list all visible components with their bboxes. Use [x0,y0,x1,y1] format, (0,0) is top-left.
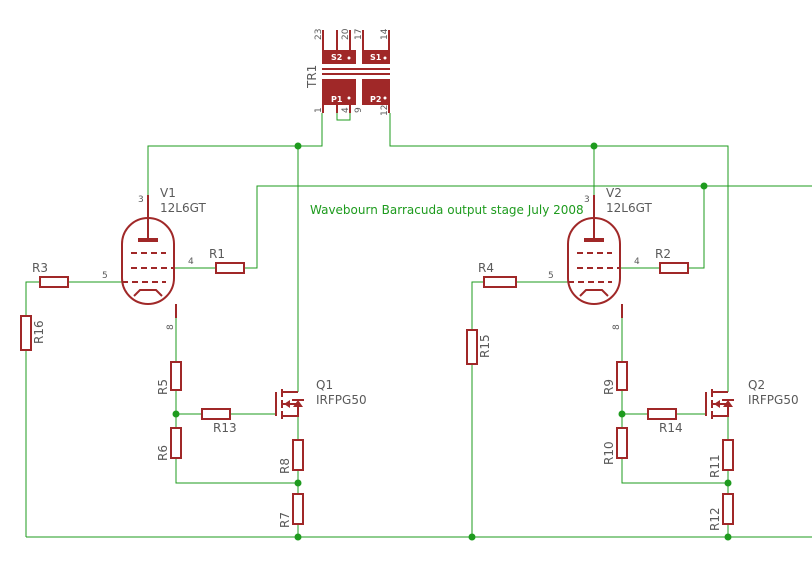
r6-label: R6 [156,445,170,461]
tr1-pin-1: 1 [314,107,324,113]
resistor-r9 [616,361,628,391]
q1-value: IRFPG50 [316,393,367,407]
r3-label: R3 [32,261,48,275]
v1-value: 12L6GT [160,201,206,215]
transformer-tr1: S2 S1 P1 P2 23 20 17 14 1 4 9 12 TR1 [305,28,390,116]
winding-p2-label: P2 [370,95,381,104]
resistor-r5 [170,361,182,391]
resistor-r1 [215,262,245,274]
v1-pin-8: 8 [166,324,176,330]
resistor-r10 [616,427,628,459]
resistor-labels: R1 R2 R3 R4 R13 R14 R5 R6 R7 R8 R9 R10 R… [32,247,722,531]
junctions [172,142,732,541]
q1-ref: Q1 [316,378,333,392]
resistor-r8 [292,439,304,471]
r10-label: R10 [602,441,616,465]
resistor-r16 [20,315,32,351]
tr1-pin-14: 14 [380,28,390,40]
r7-label: R7 [278,512,292,528]
resistor-r12 [722,493,734,525]
r14-label: R14 [659,421,683,435]
resistors [20,262,734,525]
schematic-title-note: Wavebourn Barracuda output stage July 20… [310,203,584,217]
resistor-r13 [201,408,231,420]
resistor-r4 [483,276,517,288]
r9-label: R9 [602,379,616,395]
resistor-r15 [466,329,478,365]
r12-label: R12 [708,507,722,531]
resistor-r3 [39,276,69,288]
tr1-pin-9: 9 [354,107,364,113]
resistor-r6 [170,427,182,459]
r5-label: R5 [156,379,170,395]
tr1-pin-17: 17 [354,29,364,40]
tube-v2: 3 5 4 8 V2 12L6GT [548,186,652,330]
resistor-r7 [292,493,304,525]
r16-label: R16 [32,320,46,344]
r1-label: R1 [209,247,225,261]
r13-label: R13 [213,421,237,435]
mosfet-q1: Q1 IRFPG50 [275,378,367,419]
r8-label: R8 [278,458,292,474]
v1-pin-5: 5 [102,271,108,281]
r11-label: R11 [708,454,722,478]
resistor-r2 [659,262,689,274]
q2-ref: Q2 [748,378,765,392]
winding-s2-label: S2 [331,53,342,62]
tube-v1: 3 5 4 8 V1 12L6GT [102,186,206,330]
wires [25,113,812,538]
v2-ref: V2 [606,186,622,200]
tr1-pin-12: 12 [380,105,390,116]
winding-p1-label: P1 [331,95,343,104]
resistor-r11 [722,439,734,471]
winding-s1-label: S1 [370,53,382,62]
v2-value: 12L6GT [606,201,652,215]
v1-pin-4: 4 [188,257,194,267]
tr1-pin-23: 23 [314,29,324,40]
v2-pin-8: 8 [612,324,622,330]
v2-pin-3: 3 [584,195,590,205]
v1-pin-3: 3 [138,195,144,205]
tr1-pin-20: 20 [341,28,351,40]
r15-label: R15 [478,334,492,358]
tr1-ref: TR1 [305,65,319,89]
mosfet-q2: Q2 IRFPG50 [705,378,799,419]
v1-ref: V1 [160,186,176,200]
resistor-r14 [647,408,677,420]
r2-label: R2 [655,247,671,261]
tr1-pin-4: 4 [341,107,351,113]
r4-label: R4 [478,261,494,275]
v2-pin-4: 4 [634,257,640,267]
v2-pin-5: 5 [548,271,554,281]
q2-value: IRFPG50 [748,393,799,407]
